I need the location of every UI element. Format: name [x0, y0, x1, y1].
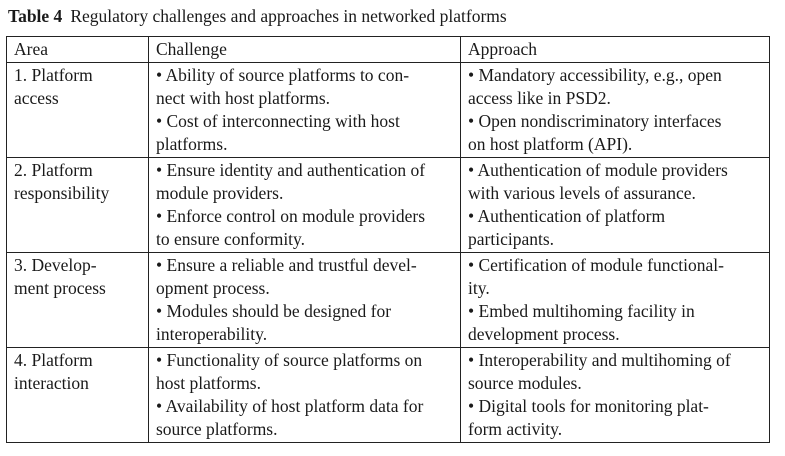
- challenge-line: to ensure conformity.: [156, 229, 306, 249]
- area-line: 3. Develop-: [14, 255, 97, 275]
- challenge-cell: • Ensure identity and authentication of …: [148, 157, 461, 253]
- challenge-cell: • Functionality of source platforms on h…: [148, 347, 461, 443]
- challenge-line: • Ensure a reliable and trustful devel-: [156, 255, 417, 275]
- area-line: responsibility: [14, 183, 110, 203]
- challenge-line: opment process.: [156, 278, 270, 298]
- area-line: access: [14, 88, 59, 108]
- challenge-line: platforms.: [156, 134, 228, 154]
- challenge-cell: • Ensure a reliable and trustful devel- …: [148, 252, 461, 348]
- approach-line: • Open nondiscriminatory interfaces: [468, 111, 722, 131]
- area-cell: 3. Develop- ment process: [6, 252, 149, 348]
- area-line: interaction: [14, 373, 89, 393]
- challenge-line: source platforms.: [156, 419, 278, 439]
- header-row: Area Challenge Approach: [6, 36, 770, 63]
- approach-cell: • Authentication of module providers wit…: [460, 157, 770, 253]
- challenge-line: • Availability of host platform data for: [156, 396, 424, 416]
- table-row: 4. Platform interaction • Functionality …: [6, 347, 770, 443]
- approach-cell: • Certification of module functional- it…: [460, 252, 770, 348]
- area-line: 4. Platform: [14, 350, 93, 370]
- table-title: Regulatory challenges and approaches in …: [70, 6, 507, 26]
- approach-line: with various levels of assurance.: [468, 183, 696, 203]
- approach-line: • Authentication of platform: [468, 206, 666, 226]
- challenge-line: interoperability.: [156, 324, 268, 344]
- challenge-cell: • Ability of source platforms to con- ne…: [148, 62, 461, 158]
- approach-line: • Embed multihoming facility in: [468, 301, 695, 321]
- area-cell: 2. Platform responsibility: [6, 157, 149, 253]
- approach-cell: • Interoperability and multihoming of so…: [460, 347, 770, 443]
- table-row: 1. Platform access • Ability of source p…: [6, 62, 770, 158]
- table-row: 2. Platform responsibility • Ensure iden…: [6, 157, 770, 253]
- approach-cell: • Mandatory accessibility, e.g., open ac…: [460, 62, 770, 158]
- area-line: 1. Platform: [14, 65, 93, 85]
- challenge-line: module providers.: [156, 183, 284, 203]
- table-number: Table 4: [8, 6, 63, 26]
- challenge-line: • Functionality of source platforms on: [156, 350, 423, 370]
- approach-line: • Certification of module functional-: [468, 255, 724, 275]
- challenge-line: • Enforce control on module providers: [156, 206, 426, 226]
- table-row: 3. Develop- ment process • Ensure a reli…: [6, 252, 770, 348]
- header-challenge: Challenge: [148, 36, 461, 63]
- area-line: 2. Platform: [14, 160, 93, 180]
- approach-line: access like in PSD2.: [468, 88, 611, 108]
- approach-line: on host platform (API).: [468, 134, 633, 154]
- approach-line: • Authentication of module providers: [468, 160, 728, 180]
- approach-line: ity.: [468, 278, 490, 298]
- challenge-line: host platforms.: [156, 373, 261, 393]
- approach-line: source modules.: [468, 373, 582, 393]
- header-area: Area: [6, 36, 149, 63]
- regulatory-table: Area Challenge Approach 1. Platform acce…: [6, 36, 770, 443]
- approach-line: participants.: [468, 229, 555, 249]
- challenge-line: • Ensure identity and authentication of: [156, 160, 426, 180]
- challenge-line: nect with host platforms.: [156, 88, 331, 108]
- area-line: ment process: [14, 278, 106, 298]
- approach-line: form activity.: [468, 419, 563, 439]
- table-caption: Table 4 Regulatory challenges and approac…: [8, 4, 507, 28]
- header-approach: Approach: [460, 36, 770, 63]
- approach-line: • Digital tools for monitoring plat-: [468, 396, 709, 416]
- challenge-line: • Cost of interconnecting with host: [156, 111, 400, 131]
- approach-line: • Mandatory accessibility, e.g., open: [468, 65, 722, 85]
- approach-line: development process.: [468, 324, 620, 344]
- area-cell: 4. Platform interaction: [6, 347, 149, 443]
- challenge-line: • Ability of source platforms to con-: [156, 65, 410, 85]
- challenge-line: • Modules should be designed for: [156, 301, 392, 321]
- area-cell: 1. Platform access: [6, 62, 149, 158]
- approach-line: • Interoperability and multihoming of: [468, 350, 731, 370]
